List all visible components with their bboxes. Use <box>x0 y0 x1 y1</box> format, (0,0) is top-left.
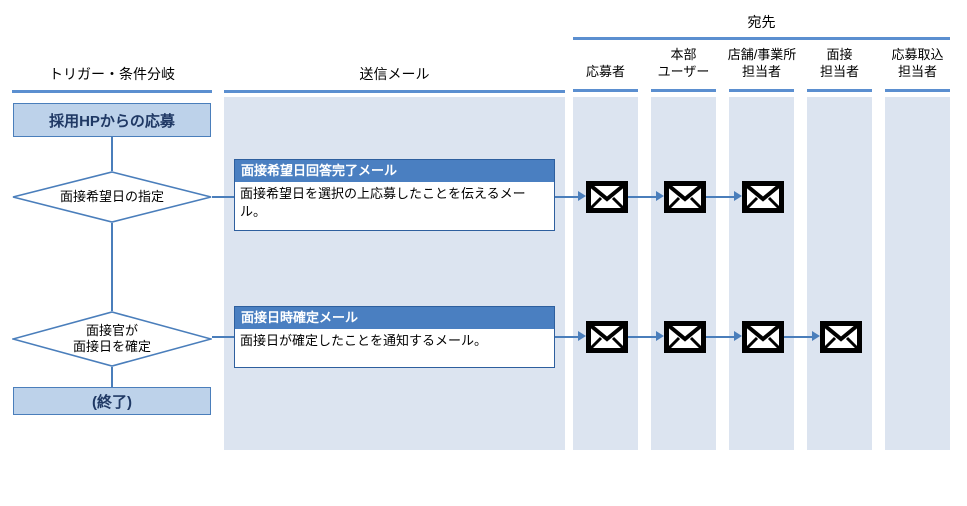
section-rule-trigger <box>12 90 212 93</box>
arrowhead-hq-user-row2 <box>656 331 664 341</box>
connector-hq-user-to-store-office-row2 <box>706 336 734 338</box>
band-recipient-interview-staff <box>807 97 872 450</box>
envelope-icon-mail2-store-office[interactable] <box>742 321 784 353</box>
start-box-label: 採用HPからの応募 <box>49 112 175 130</box>
recipient-header-hq-user-line1: 本部 <box>670 47 697 62</box>
connector-decision2-to-end <box>111 367 113 387</box>
decision-interview-date-request[interactable]: 面接希望日の指定 <box>12 171 212 223</box>
recipient-header-store-office-line2: 担当者 <box>741 64 781 79</box>
arrowhead-store-office-row1 <box>734 191 742 201</box>
recipient-header-interview-staff-line1: 面接 <box>826 47 853 62</box>
recipient-header-store-office-line1: 店舗/事業所 <box>727 47 797 62</box>
recipient-rule-hq-user <box>651 89 716 92</box>
section-rule-mail <box>224 90 565 93</box>
recipient-rule-applicant <box>573 89 638 92</box>
connector-decision1-to-mail1 <box>212 196 234 198</box>
mail-card-interview-datetime-confirmed[interactable]: 面接日時確定メール 面接日が確定したことを通知するメール。 <box>234 306 555 368</box>
band-recipient-hq-user <box>651 97 716 450</box>
arrowhead-mail1-to-applicant <box>578 191 586 201</box>
band-recipient-store-office <box>729 97 794 450</box>
mail-card-title: 面接希望日回答完了メール <box>235 160 554 182</box>
mail-card-title: 面接日時確定メール <box>235 307 554 329</box>
envelope-icon-mail1-applicant[interactable] <box>586 181 628 213</box>
recipients-group-label: 宛先 <box>747 14 776 30</box>
band-mail-column <box>224 97 565 450</box>
recipient-header-interview-staff-line2: 担当者 <box>819 64 859 79</box>
connector-applicant-to-hq-user-row2 <box>628 336 656 338</box>
recipient-header-hq-user-line2: ユーザー <box>657 64 710 79</box>
end-box-label: (終了) <box>92 393 132 411</box>
recipient-header-applicant: 応募者 <box>585 64 625 79</box>
section-label-trigger: トリガー・条件分岐 <box>49 66 175 82</box>
recipient-header-application-intake-line2: 担当者 <box>897 64 937 79</box>
connector-decision2-to-mail2 <box>212 336 234 338</box>
recipients-group-rule <box>573 37 950 40</box>
recipient-rule-interview-staff <box>807 89 872 92</box>
band-recipient-application-intake <box>885 97 950 450</box>
connector-hq-user-to-store-office-row1 <box>706 196 734 198</box>
band-recipient-applicant <box>573 97 638 450</box>
recipient-header-application-intake-line1: 応募取込 <box>891 47 944 62</box>
mail-card-body: 面接日が確定したことを通知するメール。 <box>240 333 488 348</box>
arrowhead-mail2-to-applicant <box>578 331 586 341</box>
envelope-icon-mail2-applicant[interactable] <box>586 321 628 353</box>
arrowhead-store-office-row2 <box>734 331 742 341</box>
start-box[interactable]: 採用HPからの応募 <box>13 103 211 137</box>
recipient-rule-store-office <box>729 89 794 92</box>
connector-mail1-to-recipients <box>555 196 581 198</box>
envelope-icon-mail1-hq-user[interactable] <box>664 181 706 213</box>
section-label-mail: 送信メール <box>359 66 430 82</box>
envelope-icon-mail2-interview-staff[interactable] <box>820 321 862 353</box>
connector-store-office-to-interview-staff-row2 <box>784 336 812 338</box>
connector-decision1-to-decision2 <box>111 223 113 311</box>
connector-mail2-to-recipients <box>555 336 581 338</box>
decision-interviewer-confirms[interactable]: 面接官が 面接日を確定 <box>12 311 212 367</box>
connector-start-to-decision1 <box>111 137 113 171</box>
end-box[interactable]: (終了) <box>13 387 211 415</box>
arrowhead-hq-user-row1 <box>656 191 664 201</box>
connector-applicant-to-hq-user-row1 <box>628 196 656 198</box>
arrowhead-interview-staff-row2 <box>812 331 820 341</box>
mail-card-body: 面接希望日を選択の上応募したことを伝えるメール。 <box>240 186 526 219</box>
recipient-rule-application-intake <box>885 89 950 92</box>
envelope-icon-mail2-hq-user[interactable] <box>664 321 706 353</box>
envelope-icon-mail1-store-office[interactable] <box>742 181 784 213</box>
mail-card-interview-date-reply-complete[interactable]: 面接希望日回答完了メール 面接希望日を選択の上応募したことを伝えるメール。 <box>234 159 555 231</box>
